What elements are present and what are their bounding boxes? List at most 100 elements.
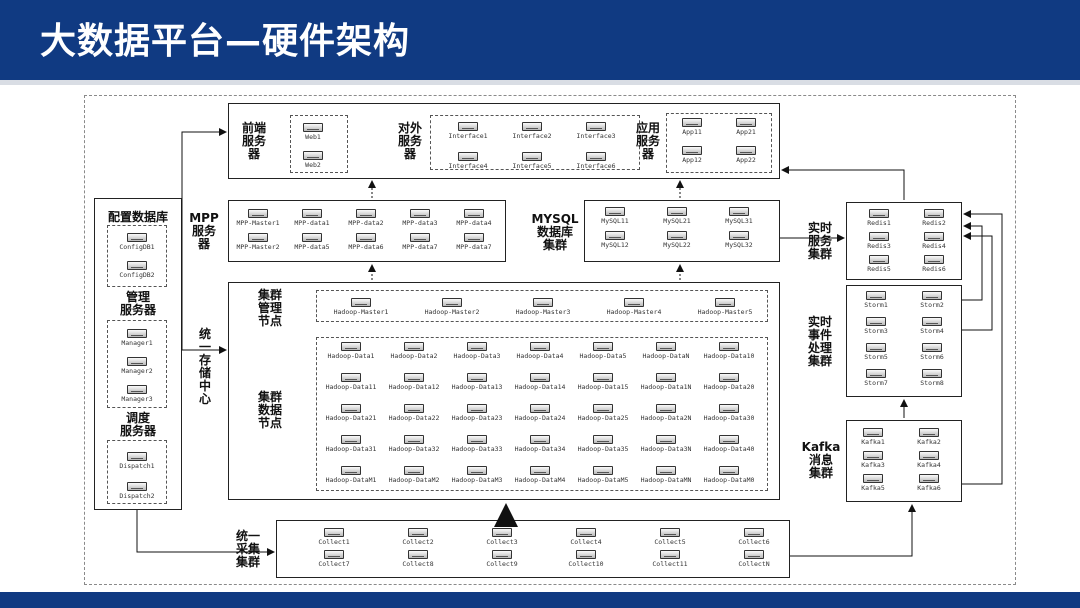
server-icon	[522, 152, 542, 161]
cluster-data-server-node: Hadoop-DataMN	[640, 466, 692, 484]
server-icon	[586, 122, 606, 131]
server-icon	[404, 342, 424, 351]
kafka-label: Kafka 消息 集群	[801, 440, 841, 480]
server-node-label: Hadoop-Data5	[579, 352, 627, 360]
dispatch-server-node: Dispatch2	[111, 482, 163, 500]
server-node-label: Hadoop-DataM0	[703, 476, 755, 484]
diagram-frame	[84, 95, 1016, 585]
server-icon	[719, 373, 739, 382]
server-icon	[624, 298, 644, 307]
connector-left-storage	[181, 218, 227, 354]
server-node-label: Redis5	[867, 265, 891, 273]
redis-server-node: Redis3	[853, 232, 905, 250]
server-node-label: Hadoop-DataMN	[640, 476, 692, 484]
server-icon	[656, 404, 676, 413]
server-node-label: Hadoop-Data25	[577, 414, 629, 422]
server-icon	[586, 152, 606, 161]
server-icon	[127, 452, 147, 461]
server-node-label: Redis2	[922, 219, 946, 227]
server-icon	[127, 261, 147, 270]
server-node-label: Hadoop-Data13	[451, 383, 503, 391]
server-node-label: Storm6	[920, 353, 944, 361]
server-node-label: Hadoop-Data32	[388, 445, 440, 453]
server-node-label: Manager1	[121, 339, 153, 347]
server-node-label: MySQL21	[663, 217, 691, 225]
server-icon	[127, 233, 147, 242]
server-icon	[408, 528, 428, 537]
server-icon	[410, 209, 430, 218]
server-node-label: Hadoop-Data10	[703, 352, 755, 360]
server-node-label: Interface5	[512, 162, 552, 170]
config-group	[107, 225, 167, 287]
storm-label: 实时 事件 处理 集群	[807, 315, 832, 368]
server-node-label: MySQL22	[663, 241, 691, 249]
server-node-label: Kafka4	[917, 461, 941, 469]
cluster-data-server-node: Hadoop-Data13	[451, 373, 503, 391]
server-icon	[302, 209, 322, 218]
cluster-data-server-node: Hadoop-DataM3	[451, 466, 503, 484]
mpp-server-node: MPP-data7	[448, 233, 500, 251]
server-node-label: Kafka3	[861, 461, 885, 469]
external-server-node: Interface2	[506, 122, 558, 140]
server-icon	[919, 474, 939, 483]
kafka-server-node: Kafka4	[903, 451, 955, 469]
mpp-server-node: MPP-Master1	[232, 209, 284, 227]
redis-server-node: Redis4	[908, 232, 960, 250]
server-node-label: App12	[682, 156, 702, 164]
cluster-data-label: 集群 数据 节点	[257, 390, 282, 430]
cluster-data-server-node: Hadoop-Data11	[325, 373, 377, 391]
cluster-data-server-node: Hadoop-Data32	[388, 435, 440, 453]
server-node-label: Interface1	[448, 132, 488, 140]
cluster-mgmt-label: 集群 管理 节点	[257, 288, 282, 328]
server-node-label: Kafka2	[917, 438, 941, 446]
cluster-data-server-node: Hadoop-Data34	[514, 435, 566, 453]
cluster-data-server-node: Hadoop-DataN	[640, 342, 692, 360]
server-icon	[404, 466, 424, 475]
frontend-label: 前端 服务 器	[241, 121, 266, 161]
connector-collect-kafka	[790, 504, 916, 557]
server-icon	[863, 451, 883, 460]
server-icon	[866, 317, 886, 326]
kafka-server-node: Kafka3	[847, 451, 899, 469]
collect-server-node: Collect7	[308, 550, 360, 568]
server-node-label: Storm3	[864, 327, 888, 335]
server-icon	[656, 435, 676, 444]
server-node-label: Hadoop-DataM3	[451, 476, 503, 484]
mgmt-server-node: Manager2	[111, 357, 163, 375]
server-icon	[341, 466, 361, 475]
cluster-data-server-node: Hadoop-Data30	[703, 404, 755, 422]
server-icon	[736, 146, 756, 155]
collect-server-node: CollectN	[728, 550, 780, 568]
server-icon	[869, 209, 889, 218]
server-node-label: Hadoop-Data14	[514, 383, 566, 391]
server-icon	[533, 298, 553, 307]
server-node-label: Interface4	[448, 162, 488, 170]
server-icon	[303, 123, 323, 132]
config-server-node: ConfigDB2	[111, 261, 163, 279]
server-node-label: Collect4	[570, 538, 602, 546]
cluster-data-server-node: Hadoop-Data21	[325, 404, 377, 422]
server-node-label: Storm4	[920, 327, 944, 335]
server-node-label: Redis4	[922, 242, 946, 250]
server-node-label: Hadoop-Data15	[577, 383, 629, 391]
server-node-label: App21	[736, 128, 756, 136]
mysql-server-node: MySQL21	[651, 207, 703, 225]
server-icon	[492, 528, 512, 537]
server-node-label: Collect3	[486, 538, 518, 546]
cluster-data-server-node: Hadoop-Data22	[388, 404, 440, 422]
connector-storm-redis-1	[962, 222, 983, 301]
server-node-label: Kafka1	[861, 438, 885, 446]
server-node-label: Hadoop-Data21	[325, 414, 377, 422]
collect-server-node: Collect4	[560, 528, 612, 546]
collect-server-node: Collect6	[728, 528, 780, 546]
server-icon	[863, 474, 883, 483]
server-node-label: Collect1	[318, 538, 350, 546]
storm-server-node: Storm5	[850, 343, 902, 361]
connector-dispatch-collect	[136, 510, 275, 556]
server-icon	[919, 451, 939, 460]
collect-server-node: Collect9	[476, 550, 528, 568]
server-icon	[660, 528, 680, 537]
server-icon	[356, 233, 376, 242]
server-node-label: MPP-data2	[348, 219, 384, 227]
external-group	[430, 115, 640, 170]
